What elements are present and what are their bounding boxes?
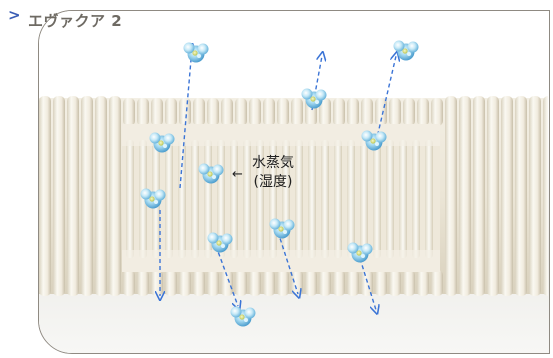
tube-rib [305,270,317,296]
inner-rib [191,140,199,258]
inner-rib [334,140,342,258]
tube-rib [319,98,331,126]
tube-rib [501,96,513,296]
tube-rib [151,270,163,296]
tube-rib [417,270,429,296]
tube-rib [123,270,135,296]
vapor-arrow [215,245,238,306]
tube-rib [277,270,289,296]
water-molecule-icon [183,42,209,63]
panel-title: エヴァクア 2 [28,12,123,30]
tube-rib [165,270,177,296]
tube-inner-ribs [126,140,433,258]
tube-rib [361,270,373,296]
tube-rib [249,270,261,296]
tube-rib [263,98,275,126]
tube-rib [123,98,135,126]
inner-rib [321,140,329,258]
tube-rib [291,98,303,126]
inner-rib [308,140,316,258]
tube-rib [347,98,359,126]
tube-rib [221,98,233,126]
tube-rib [431,98,443,126]
tube-rib [473,96,485,296]
label-pointer-arrow: ← [232,167,243,182]
inner-rib [347,140,355,258]
tube-rib [165,98,177,126]
tube-rib [543,96,548,296]
tube-rib [67,96,79,296]
inner-rib [230,140,238,258]
inner-rib [165,140,173,258]
inner-rib [373,140,381,258]
tube-rib [193,270,205,296]
vapor-arrow [179,48,192,189]
tube-outer-ribs [39,96,548,296]
tube-rib [235,98,247,126]
tube-rib [81,96,93,296]
inner-rib [256,140,264,258]
tube-rib [193,98,205,126]
tube-rib [277,98,289,126]
tube-rib [333,98,345,126]
tube-rib [249,98,261,126]
inner-rib [360,140,368,258]
tube-rib [487,96,499,296]
water-vapor-label: ← 水蒸気 (湿度) [232,154,294,192]
tube-rib [39,96,51,296]
tube-rib [207,270,219,296]
tube-rib [445,96,457,296]
tube-rib [459,96,471,296]
tube-rib [179,270,191,296]
tube-rib [361,98,373,126]
inner-rib [139,140,147,258]
inner-rib [386,140,394,258]
tube-rib [515,96,527,296]
tube-rib [389,270,401,296]
vapor-arrow [375,56,396,143]
tube-rib [207,98,219,126]
tube-rib [151,98,163,126]
tube-rib [137,98,149,126]
inner-rib [126,140,134,258]
inner-rib [412,140,420,258]
inner-rib [399,140,407,258]
tube-rib [431,270,443,296]
inner-rib [295,140,303,258]
tube-rib [389,98,401,126]
tube-rib [403,270,415,296]
tube-rib [235,270,247,296]
inner-rib [243,140,251,258]
tube-rib [333,270,345,296]
tube-rib [347,270,359,296]
tube-rib [221,270,233,296]
nav-chevron[interactable]: > [8,6,21,24]
water-molecule-icon [230,306,256,327]
tube-rib [263,270,275,296]
tube-rib [179,98,191,126]
tube-rib [53,96,65,296]
tube-rib [375,270,387,296]
tube-rib [137,270,149,296]
tube-rib [417,98,429,126]
water-molecule-icon [393,40,419,61]
tube-rib [375,98,387,126]
inner-rib [425,140,433,258]
vapor-arrows [160,48,396,310]
tube-rib [109,96,121,296]
tube-rib [529,96,541,296]
tube-rib [319,270,331,296]
tube-rib [403,98,415,126]
inner-rib [178,140,186,258]
vapor-arrow [277,231,298,294]
tube-rib [95,96,107,296]
label-line-humidity: (湿度) [253,174,293,190]
label-line-vapor: 水蒸気 [252,155,294,171]
